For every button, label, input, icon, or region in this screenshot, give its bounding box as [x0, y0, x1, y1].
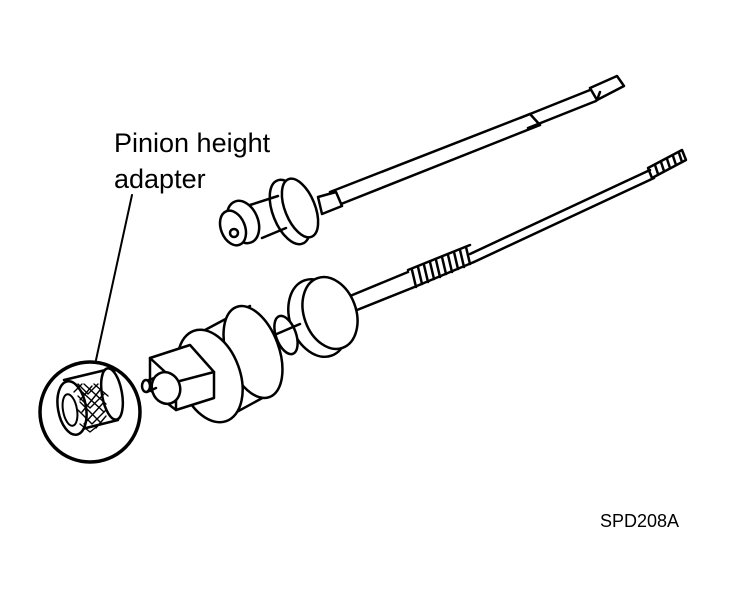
lower-threaded-rod [140, 148, 688, 424]
callout-label-line2: adapter [114, 164, 206, 194]
callout-label-line1: Pinion height [114, 128, 271, 158]
adapter-callout [38, 194, 142, 464]
figure-code: SPD208A [600, 511, 680, 531]
upper-rod [218, 74, 626, 247]
